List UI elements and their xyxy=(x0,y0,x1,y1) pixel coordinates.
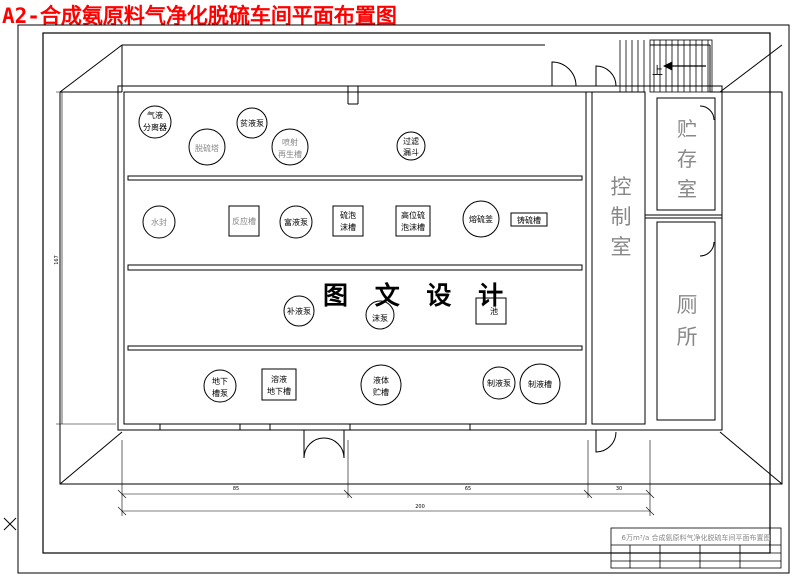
svg-text:水封: 水封 xyxy=(151,217,167,227)
svg-text:溶液: 溶液 xyxy=(271,374,287,384)
filter-funnel: 过滤 漏斗 xyxy=(396,131,426,161)
svg-text:控: 控 xyxy=(611,175,632,199)
svg-text:富液泵: 富液泵 xyxy=(284,217,308,227)
svg-text:制液槽: 制液槽 xyxy=(528,379,552,389)
svg-text:再生槽: 再生槽 xyxy=(278,149,302,159)
svg-text:熔硫釜: 熔硫釜 xyxy=(469,214,493,224)
inner-frame xyxy=(42,32,771,554)
svg-text:所: 所 xyxy=(677,325,698,349)
gas-liquid-separator: 气液 分离器 xyxy=(138,105,172,139)
water-seal: 水封 xyxy=(142,205,176,239)
svg-text:沫泵: 沫泵 xyxy=(372,313,388,323)
reaction-tank: 反应槽 xyxy=(228,205,260,237)
svg-text:过滤: 过滤 xyxy=(403,136,419,146)
watermark: 图 文 设 计 xyxy=(323,281,513,310)
jet-regeneration-tank: 喷射 再生槽 xyxy=(271,128,309,166)
svg-text:存: 存 xyxy=(677,147,697,171)
svg-text:反应槽: 反应槽 xyxy=(232,216,256,226)
svg-text:地下: 地下 xyxy=(212,376,228,386)
svg-text:地下槽: 地下槽 xyxy=(267,386,291,396)
sulfur-foam-tank: 硫泡 沫槽 xyxy=(332,205,364,237)
sulfur-melting-kettle: 熔硫釜 xyxy=(462,200,500,238)
svg-text:贮: 贮 xyxy=(677,117,697,141)
svg-text:泡沫槽: 泡沫槽 xyxy=(401,222,425,232)
pool: 池 xyxy=(475,297,507,325)
liquid-storage-tank: 液体 贮槽 xyxy=(360,364,402,406)
svg-text:制液泵: 制液泵 xyxy=(487,378,511,388)
stair-up-label: 上 xyxy=(652,64,663,77)
doors xyxy=(303,61,715,459)
high-sulfur-foam-tank: 高位硫 泡沫槽 xyxy=(395,205,431,237)
svg-text:喷射: 喷射 xyxy=(282,137,298,147)
solution-underground-tank: 溶液 地下槽 xyxy=(261,368,297,401)
lean-solution-pump: 贫液泵 xyxy=(236,107,268,139)
solution-prep-tank: 制液槽 xyxy=(519,363,561,405)
dimension-lines xyxy=(56,91,655,516)
dim-65: 65 xyxy=(465,486,471,492)
svg-text:贫液泵: 贫液泵 xyxy=(240,118,264,128)
svg-text:分离器: 分离器 xyxy=(143,122,167,132)
toilet-label: 厕 所 xyxy=(677,293,698,349)
svg-text:漏斗: 漏斗 xyxy=(403,147,419,157)
building-walls xyxy=(117,85,723,431)
svg-text:沫槽: 沫槽 xyxy=(340,222,356,232)
svg-text:室: 室 xyxy=(611,235,632,259)
dim-30: 30 xyxy=(616,486,622,492)
roof-outline xyxy=(59,44,783,485)
storage-room-label: 贮 存 室 xyxy=(677,117,697,201)
title-block xyxy=(610,527,782,569)
svg-text:厕: 厕 xyxy=(677,293,698,317)
sulfur-ingot-tank: 铸硫槽 xyxy=(510,212,548,227)
rich-solution-pump: 富液泵 xyxy=(279,205,313,239)
control-room-label: 控 制 室 xyxy=(611,175,632,259)
cross-mark xyxy=(3,517,17,531)
dim-200: 200 xyxy=(415,504,425,510)
svg-text:硫泡: 硫泡 xyxy=(340,210,356,220)
svg-text:池: 池 xyxy=(490,306,498,316)
title-block-text: 6万m³/a 合成氨原料气净化脱硫车间平面布置图 xyxy=(622,533,771,542)
stairs xyxy=(619,39,713,93)
desulfurization-tower: 脱硫塔 xyxy=(188,128,226,166)
svg-text:室: 室 xyxy=(677,177,697,201)
drawing-title: A2-合成氨原料气净化脱硫车间平面布置图 xyxy=(2,4,397,28)
svg-text:铸硫槽: 铸硫槽 xyxy=(517,215,541,225)
solution-prep-pump: 制液泵 xyxy=(482,366,516,400)
svg-text:制: 制 xyxy=(611,205,632,229)
svg-text:高位硫: 高位硫 xyxy=(401,210,425,220)
svg-text:液体: 液体 xyxy=(373,375,389,385)
svg-text:补液泵: 补液泵 xyxy=(287,306,311,316)
svg-text:槽泵: 槽泵 xyxy=(212,388,228,398)
dim-height: 167 xyxy=(54,255,60,265)
underground-tank-pump: 地下 槽泵 xyxy=(203,369,237,403)
outer-frame xyxy=(17,24,790,574)
foam-pump: 沫泵 xyxy=(365,300,395,330)
dim-85: 85 xyxy=(233,486,239,492)
svg-text:贮槽: 贮槽 xyxy=(373,387,389,397)
make-up-pump: 补液泵 xyxy=(283,295,315,327)
svg-text:气液: 气液 xyxy=(147,110,163,120)
svg-text:脱硫塔: 脱硫塔 xyxy=(195,143,219,153)
